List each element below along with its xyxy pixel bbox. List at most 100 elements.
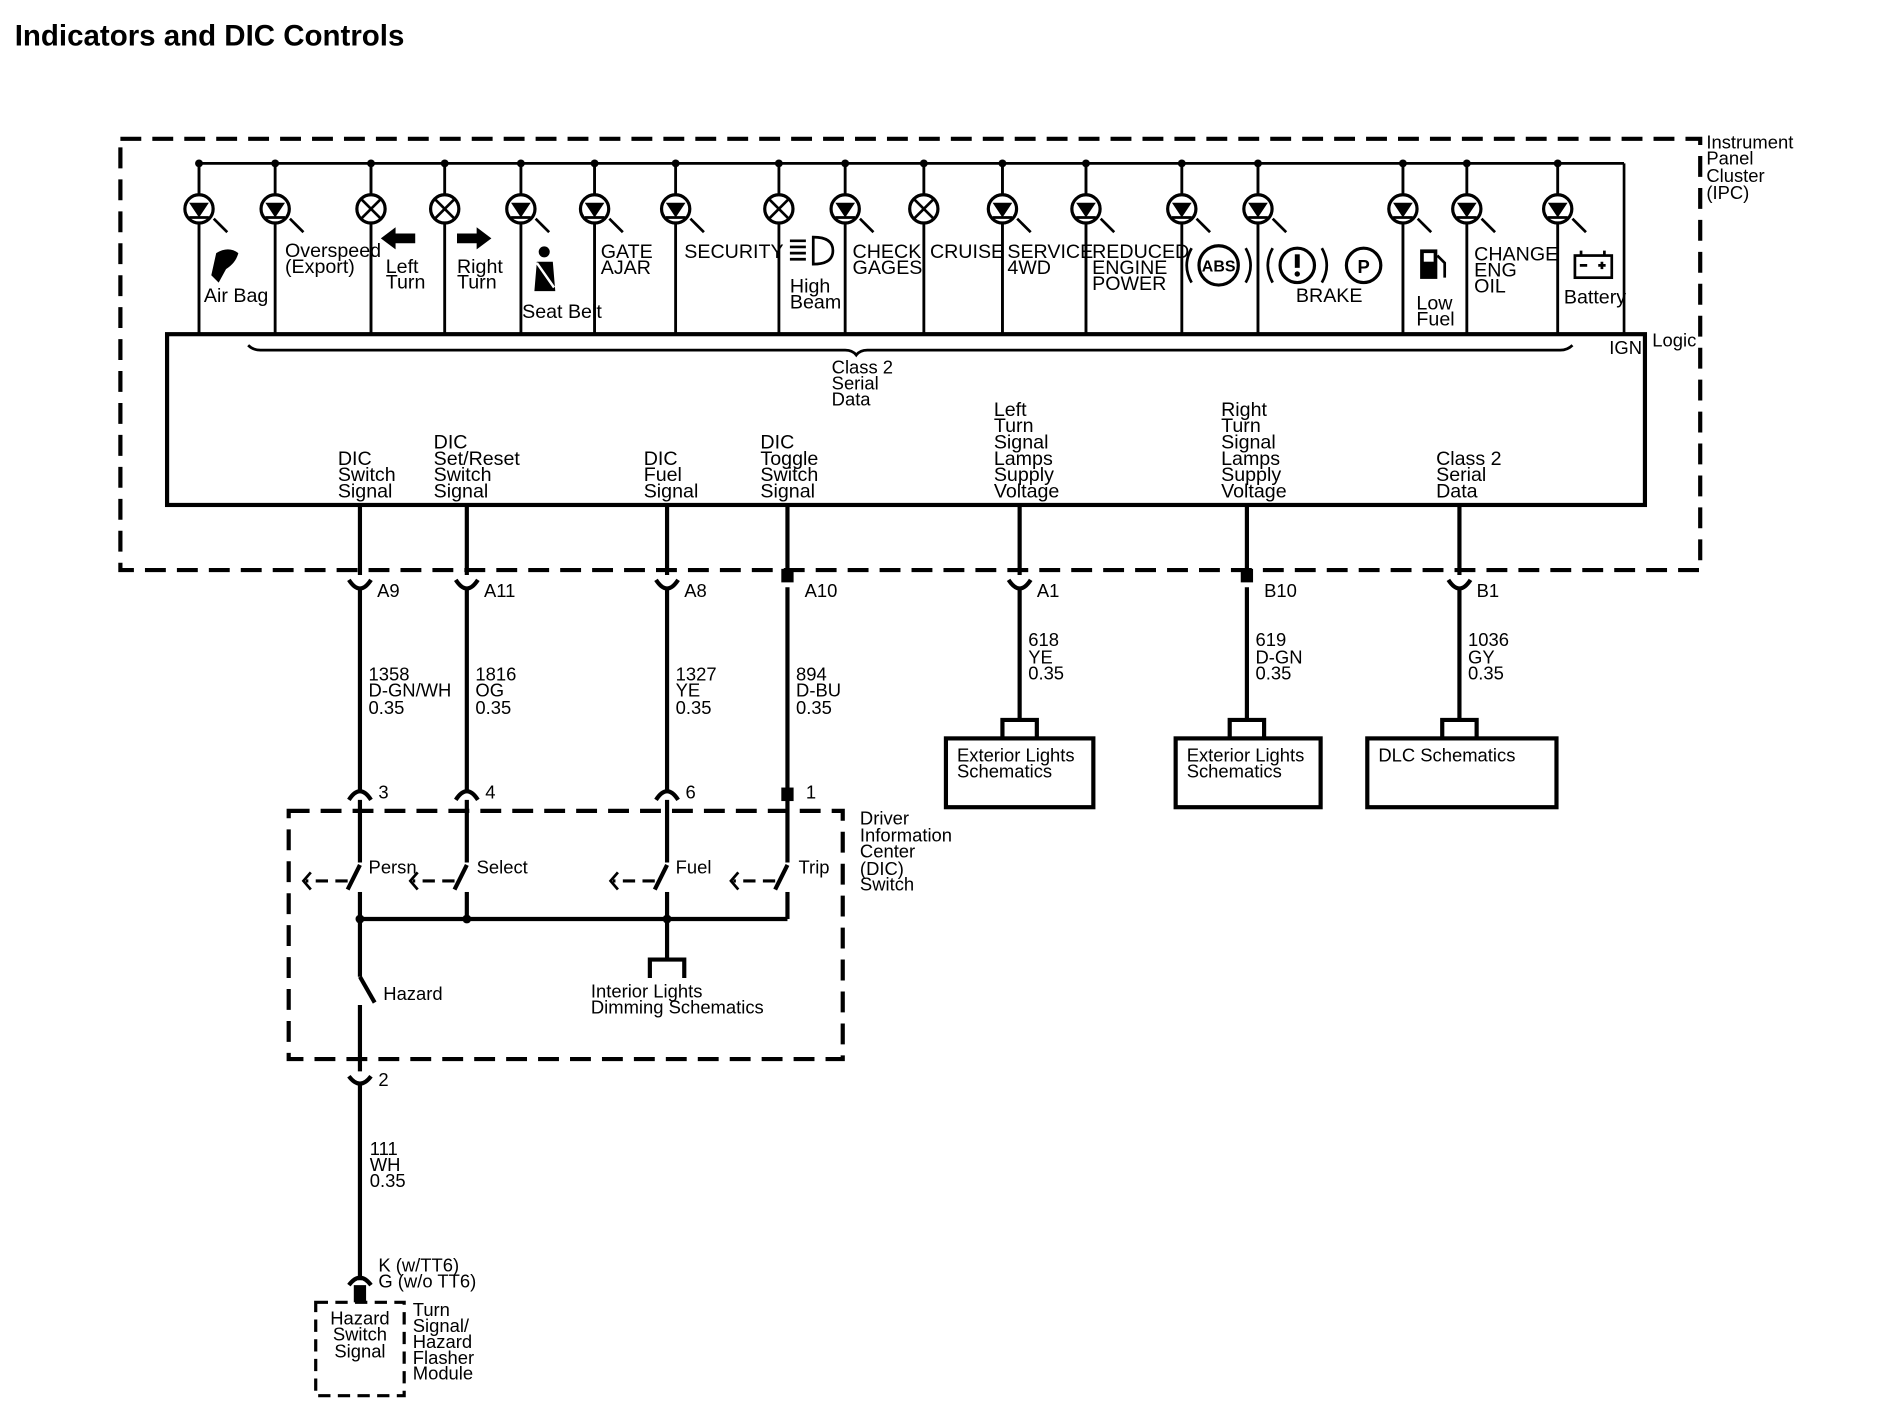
light-emission-icon bbox=[1099, 217, 1116, 234]
indicator-label: CHECK bbox=[853, 241, 922, 263]
dic-output-terminal bbox=[347, 1074, 373, 1086]
signal-label: Turn bbox=[994, 415, 1034, 437]
battery-icon bbox=[1573, 254, 1614, 280]
indicator-label: REDUCED bbox=[1092, 241, 1189, 263]
class2-bus-label-1: Class 2 bbox=[832, 356, 893, 377]
hazard-wire-color: WH bbox=[370, 1154, 401, 1175]
bulb-filament-icon bbox=[360, 198, 382, 220]
indicator-label: Low bbox=[1416, 293, 1453, 315]
signal-label: Signal bbox=[644, 481, 699, 503]
flasher-terminal bbox=[347, 1275, 373, 1287]
dic-pin-label: 6 bbox=[685, 782, 695, 803]
flasher-signal-2: Switch bbox=[333, 1323, 387, 1344]
light-emission-icon bbox=[858, 217, 875, 234]
ipc-signal-circuits: DICSwitchSignalA91358D-GN/WH0.35DICSet/R… bbox=[338, 399, 1559, 810]
brake-brackets bbox=[1266, 247, 1329, 284]
light-emission-icon bbox=[1571, 217, 1587, 234]
dic-terminal bbox=[454, 789, 480, 802]
wire-color: D-GN/WH bbox=[369, 680, 452, 701]
ipc-name-2: Panel bbox=[1706, 148, 1753, 169]
ipc-enclosure bbox=[118, 136, 1703, 573]
indicator-label: CRUISE bbox=[930, 241, 1004, 263]
flasher-name-5: Module bbox=[413, 1363, 473, 1384]
light-emission-icon bbox=[1271, 217, 1288, 234]
dic-name-4: (DIC) bbox=[860, 858, 904, 879]
signal-label: Set/Reset bbox=[434, 448, 521, 470]
signal-label: Signal bbox=[338, 481, 393, 503]
destination-schematic-label: Exterior Lights bbox=[1187, 745, 1305, 766]
indicator-label: CHANGE bbox=[1474, 243, 1558, 265]
destination-schematic-label: DLC Schematics bbox=[1378, 745, 1515, 766]
dic-output-pin: 2 bbox=[378, 1069, 388, 1090]
page-title: Indicators and DIC Controls bbox=[15, 19, 405, 52]
wire-color: YE bbox=[1028, 646, 1053, 667]
indicator-label: High bbox=[790, 275, 830, 297]
indicator-label: POWER bbox=[1092, 273, 1166, 295]
flasher-name-4: Flasher bbox=[413, 1347, 474, 1368]
flasher-signal-1: Hazard bbox=[330, 1307, 389, 1328]
signal-label: Toggle bbox=[760, 448, 818, 470]
ipc-name-3: Cluster bbox=[1706, 165, 1764, 186]
signal-label: DIC bbox=[434, 432, 468, 454]
ign-label: IGN bbox=[1609, 337, 1642, 358]
ipc-terminal bbox=[347, 578, 373, 591]
dic-switch-label: Fuel bbox=[676, 857, 712, 878]
dic-switch-contact bbox=[345, 864, 362, 891]
bulb-filament-icon bbox=[913, 198, 935, 220]
abs-icon bbox=[1197, 244, 1240, 287]
wire-gauge: 0.35 bbox=[676, 697, 712, 718]
light-emission-icon bbox=[1416, 217, 1433, 234]
destination-schematic-label: Schematics bbox=[1187, 761, 1282, 782]
splice-dot bbox=[462, 914, 472, 924]
battery-terminals bbox=[1579, 250, 1606, 270]
fuel-pump-hose bbox=[1436, 254, 1447, 278]
indicator-label: Air Bag bbox=[204, 285, 268, 307]
dic-switch-actuator-tip bbox=[608, 871, 619, 891]
signal-label: Lamps bbox=[1221, 448, 1280, 470]
wire-circuit: 894 bbox=[796, 664, 827, 685]
signal-label: Serial bbox=[1436, 464, 1486, 486]
signal-label: Fuel bbox=[644, 464, 682, 486]
dimming-label-2: Dimming Schematics bbox=[591, 997, 764, 1018]
ipc-pin-label: A8 bbox=[684, 580, 707, 601]
signal-label: Switch bbox=[434, 464, 492, 486]
light-emission-icon bbox=[1016, 217, 1032, 234]
signal-label: Left bbox=[994, 399, 1027, 421]
destination-connector bbox=[1227, 717, 1267, 739]
wire-color: D-GN bbox=[1256, 646, 1303, 667]
indicator-label: GAGES bbox=[853, 257, 923, 279]
dic-name-1: Driver bbox=[860, 807, 909, 828]
flasher-name-3: Hazard bbox=[413, 1331, 472, 1352]
ipc-pin-label: B1 bbox=[1477, 580, 1500, 601]
abs-icon-text: ABS bbox=[1202, 259, 1236, 276]
diode-triangle-icon bbox=[1393, 202, 1413, 218]
signal-label: Right bbox=[1221, 399, 1267, 421]
light-emission-icon bbox=[608, 217, 624, 234]
dic-pin-label: 1 bbox=[806, 782, 816, 803]
diode-triangle-icon bbox=[1456, 202, 1477, 218]
wire-gauge: 0.35 bbox=[1028, 662, 1064, 683]
light-emission-icon bbox=[534, 217, 551, 234]
wire-circuit: 1358 bbox=[369, 664, 410, 685]
destination-schematic-label: Exterior Lights bbox=[957, 745, 1075, 766]
indicator-label: GATE bbox=[601, 241, 653, 263]
signal-label: Signal bbox=[994, 432, 1049, 454]
abs-brackets bbox=[1185, 247, 1252, 284]
wire-gauge: 0.35 bbox=[1468, 662, 1504, 683]
diode-triangle-icon bbox=[189, 202, 209, 218]
dic-terminal bbox=[347, 789, 373, 802]
light-emission-icon bbox=[1480, 217, 1497, 234]
signal-label: Signal bbox=[434, 481, 489, 503]
signal-label: DIC bbox=[760, 432, 794, 454]
destination-connector bbox=[1000, 717, 1039, 739]
destination-schematic-box bbox=[1173, 736, 1323, 810]
signal-label: Switch bbox=[760, 464, 818, 486]
hazard-switch-contact bbox=[358, 975, 377, 1004]
ipc-terminal bbox=[1006, 578, 1033, 591]
dic-terminal-block bbox=[781, 787, 794, 802]
fuel-pump-window bbox=[1423, 253, 1434, 262]
indicator-label: SECURITY bbox=[684, 241, 783, 263]
flasher-name-2: Signal/ bbox=[413, 1315, 470, 1336]
indicator-label: 4WD bbox=[1007, 257, 1051, 279]
